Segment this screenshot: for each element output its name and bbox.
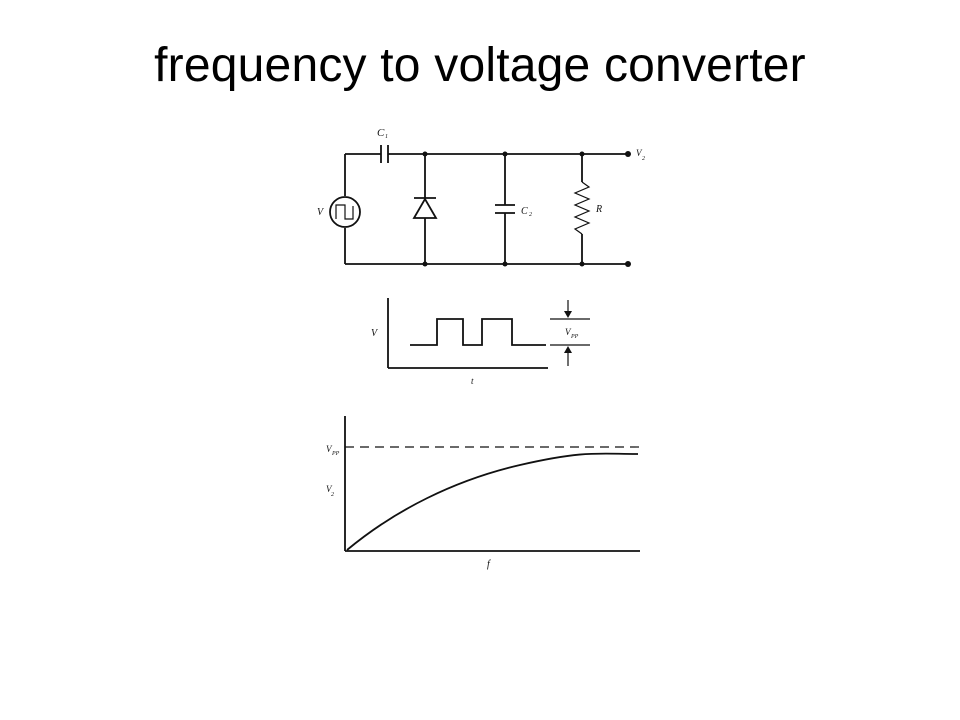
- output-label: V: [636, 148, 643, 158]
- junction-dot: [579, 261, 585, 267]
- junction-dot: [422, 261, 428, 267]
- frequency-response-plot: V PP V 2 f: [326, 416, 640, 570]
- junction-dot: [502, 261, 508, 267]
- diode-icon: [412, 154, 438, 264]
- vpp-dimension-marker: [550, 300, 590, 366]
- capacitor-c1-subscript: 1: [385, 134, 388, 140]
- response-x-label: f: [487, 559, 491, 570]
- resistor-label: R: [595, 204, 602, 215]
- vpp-axis-label: V: [326, 444, 333, 454]
- capacitor-c1-label: C: [377, 127, 385, 139]
- junction-dot: [422, 151, 428, 157]
- vpp-axis-subscript: PP: [331, 451, 340, 457]
- capacitor-c2-label: C: [521, 206, 528, 217]
- square-wave-trace: [410, 318, 546, 346]
- capacitor-c2-subscript: 2: [529, 212, 532, 218]
- output-terminal: [625, 261, 631, 267]
- resistor-icon: [573, 154, 591, 264]
- circuit-schematic: C 1 V C 2: [317, 127, 645, 267]
- waveform-x-label: t: [471, 376, 474, 386]
- v2-axis-label: V: [326, 484, 333, 494]
- output-terminal: [625, 151, 631, 157]
- vpp-subscript: PP: [570, 334, 579, 340]
- slide-title: frequency to voltage converter: [154, 39, 806, 92]
- junction-dot: [579, 151, 585, 157]
- capacitor-c1: [380, 145, 389, 163]
- square-wave-source-icon: [329, 196, 361, 228]
- square-wave-plot: V t V PP: [371, 298, 590, 386]
- output-voltage-curve: [346, 452, 639, 551]
- junction-dot: [502, 151, 508, 157]
- capacitor-c2: [495, 154, 515, 264]
- v2-axis-subscript: 2: [331, 492, 334, 498]
- source-label: V: [317, 207, 325, 218]
- output-subscript: 2: [642, 156, 645, 162]
- waveform-y-label: V: [371, 328, 379, 339]
- vpp-label: V: [565, 327, 572, 337]
